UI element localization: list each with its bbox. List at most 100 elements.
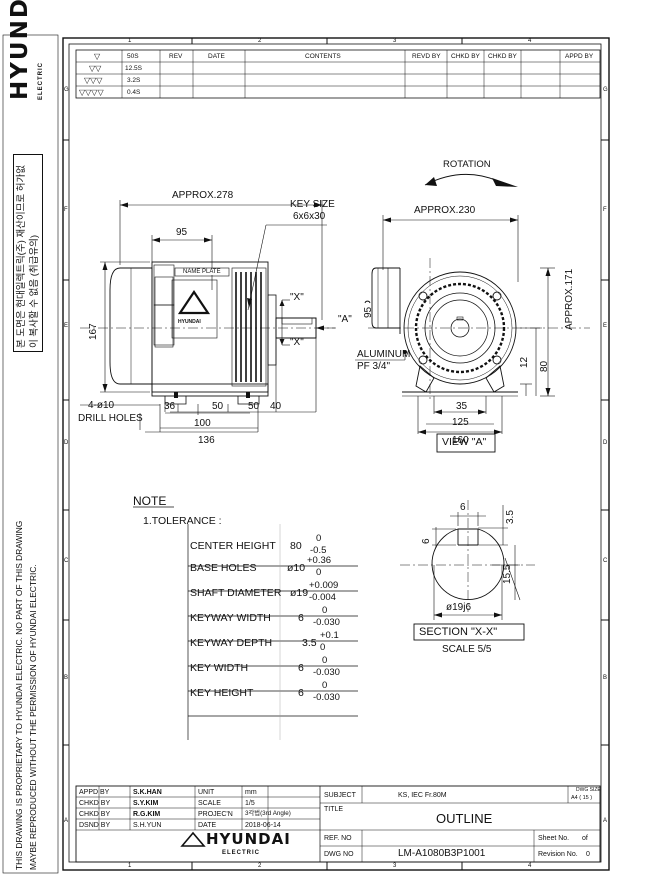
tb-chkd1-label: CHKD BY bbox=[79, 800, 111, 807]
finish-value-4: 0.4S bbox=[127, 89, 141, 96]
zone-col-4-top: 4 bbox=[528, 38, 532, 44]
tb-projection-value: 3각법(3rd Angle) bbox=[245, 810, 291, 817]
dim-50-a: 50 bbox=[212, 401, 224, 412]
rotation-label: ROTATION bbox=[443, 159, 491, 170]
brand-logo-vertical: HYUNDAI bbox=[7, 0, 33, 100]
approx-width-dim: APPROX.230 bbox=[414, 205, 476, 216]
tb-dwg-no-value: LM-A1080B3P1001 bbox=[398, 848, 486, 859]
dim-100: 100 bbox=[194, 418, 211, 429]
tol-nominal: 6 bbox=[298, 687, 304, 699]
key-size-label: KEY SIZE bbox=[290, 199, 335, 210]
zone-row-D-right: D bbox=[603, 440, 608, 446]
aluminum-label: ALUMINUM bbox=[357, 349, 411, 360]
tb-chkd2-label: CHKD BY bbox=[79, 811, 111, 818]
tol-nominal: 3.5 bbox=[302, 637, 317, 649]
tb-revision-label: Revision No. bbox=[538, 851, 578, 858]
section-dim-6-top: 6 bbox=[460, 502, 466, 513]
tb-subject-value: KS, IEC Fr.80M bbox=[398, 792, 447, 799]
zone-row-B-right: B bbox=[603, 675, 608, 681]
tol-nominal: ø19 bbox=[290, 587, 309, 599]
tb-ref-label: REF. NO bbox=[324, 835, 352, 842]
rev-header-appd: APPD BY bbox=[565, 53, 594, 60]
tol-name: CENTER HEIGHT bbox=[190, 540, 276, 552]
drill-holes-label: DRILL HOLES bbox=[78, 413, 143, 424]
tol-lower: -0.030 bbox=[313, 667, 340, 678]
note-heading: NOTE bbox=[133, 494, 167, 508]
view-marker-a: "A" bbox=[338, 314, 352, 325]
dim-36: 36 bbox=[164, 401, 176, 412]
tb-title-label: TITLE bbox=[324, 806, 344, 813]
zone-row-C-left: C bbox=[64, 558, 69, 564]
approx-height-dim: APPROX.171 bbox=[564, 268, 575, 330]
dim-125: 125 bbox=[452, 417, 469, 428]
section-title: SECTION "X-X" bbox=[419, 626, 498, 638]
pf-label: PF 3/4" bbox=[357, 361, 391, 372]
zone-row-G-right: G bbox=[603, 87, 608, 93]
tb-dsnd-name: S.H.YUN bbox=[133, 822, 162, 829]
finish-value-3: 3.2S bbox=[127, 77, 141, 84]
dim-95-top: 95 bbox=[176, 227, 188, 238]
tol-nominal: 6 bbox=[298, 662, 304, 674]
zone-row-F-left: F bbox=[64, 207, 68, 213]
rev-header-chkd-1: CHKD BY bbox=[451, 53, 480, 60]
tol-upper: 0 bbox=[316, 533, 322, 544]
rev-header-revd: REVD BY bbox=[412, 53, 441, 60]
finish-value-2: 12.5S bbox=[125, 65, 142, 72]
tol-lower: -0.030 bbox=[313, 692, 340, 703]
key-size-dims: 6x6x30 bbox=[293, 211, 326, 222]
name-plate-label: NAME PLATE bbox=[183, 269, 221, 275]
zone-row-C-right: C bbox=[603, 558, 608, 564]
section-dim-6-left: 6 bbox=[421, 538, 432, 544]
dim-40: 40 bbox=[270, 401, 282, 412]
finish-value-1: 50S bbox=[127, 53, 139, 60]
tb-date-label: DATE bbox=[198, 822, 217, 829]
tb-unit-label: UNIT bbox=[198, 789, 215, 796]
tol-name: KEYWAY WIDTH bbox=[190, 612, 271, 624]
zone-row-A-left: A bbox=[64, 818, 69, 824]
zone-row-F-right: F bbox=[603, 207, 607, 213]
tb-dwg-size-value: A4 ( 15 ) bbox=[571, 795, 593, 801]
approx-length-dim: APPROX.278 bbox=[172, 190, 234, 201]
tb-chkd1-name: S.Y.KIM bbox=[133, 800, 159, 807]
tol-upper: 0 bbox=[322, 655, 328, 666]
brand-sub-vertical: ELECTRIC bbox=[38, 62, 44, 100]
tol-lower: 0 bbox=[320, 642, 326, 653]
dim-136: 136 bbox=[198, 435, 215, 446]
tol-name: KEY WIDTH bbox=[190, 662, 249, 674]
finish-symbol-1: ▽ bbox=[94, 52, 101, 61]
zone-col-2-bottom: 2 bbox=[258, 863, 262, 869]
tb-hyundai-logo: HYUNDAI bbox=[206, 830, 291, 848]
tb-subject-label: SUBJECT bbox=[324, 792, 356, 799]
korean-notice: 본 도면은 현대일렉트릭(주) 재산이므로 허가없이 복사할 수 없음 (취급유… bbox=[13, 154, 43, 352]
tol-lower: 0 bbox=[316, 567, 322, 578]
zone-col-1-top: 1 bbox=[128, 38, 132, 44]
dim-167: 167 bbox=[88, 323, 99, 340]
tb-appd-label: APPD BY bbox=[79, 789, 110, 796]
zone-col-3-top: 3 bbox=[393, 38, 397, 44]
zone-row-E-right: E bbox=[603, 323, 608, 329]
dim-95-side: 95 bbox=[363, 306, 374, 318]
zone-row-D-left: D bbox=[64, 440, 69, 446]
tol-upper: +0.36 bbox=[307, 555, 332, 566]
tb-sheet-label: Sheet No. bbox=[538, 835, 570, 842]
finish-symbol-2: ▽▽ bbox=[89, 64, 102, 73]
dim-50-b: 50 bbox=[248, 401, 260, 412]
rev-header-contents: CONTENTS bbox=[305, 53, 341, 60]
zone-row-B-left: B bbox=[64, 675, 69, 681]
tol-upper: 0 bbox=[322, 605, 328, 616]
tb-chkd2-name: R.G.KIM bbox=[133, 811, 161, 818]
tb-projection-label: PROJEC'N bbox=[198, 811, 233, 818]
zone-row-A-right: A bbox=[603, 818, 608, 824]
tol-name: SHAFT DIAMETER bbox=[190, 587, 282, 599]
tb-scale-label: SCALE bbox=[198, 800, 221, 807]
view-a-title: VIEW "A" bbox=[442, 436, 487, 448]
dim-12: 12 bbox=[519, 356, 530, 368]
tol-upper: +0.1 bbox=[320, 630, 339, 641]
tb-title-value: OUTLINE bbox=[436, 811, 493, 826]
tol-nominal: 6 bbox=[298, 612, 304, 624]
drill-holes-qty: 4-ø10 bbox=[88, 400, 115, 411]
rev-header-date: DATE bbox=[208, 53, 225, 60]
tb-sheet-of: of bbox=[582, 835, 588, 842]
zone-col-1-bottom: 1 bbox=[128, 863, 132, 869]
